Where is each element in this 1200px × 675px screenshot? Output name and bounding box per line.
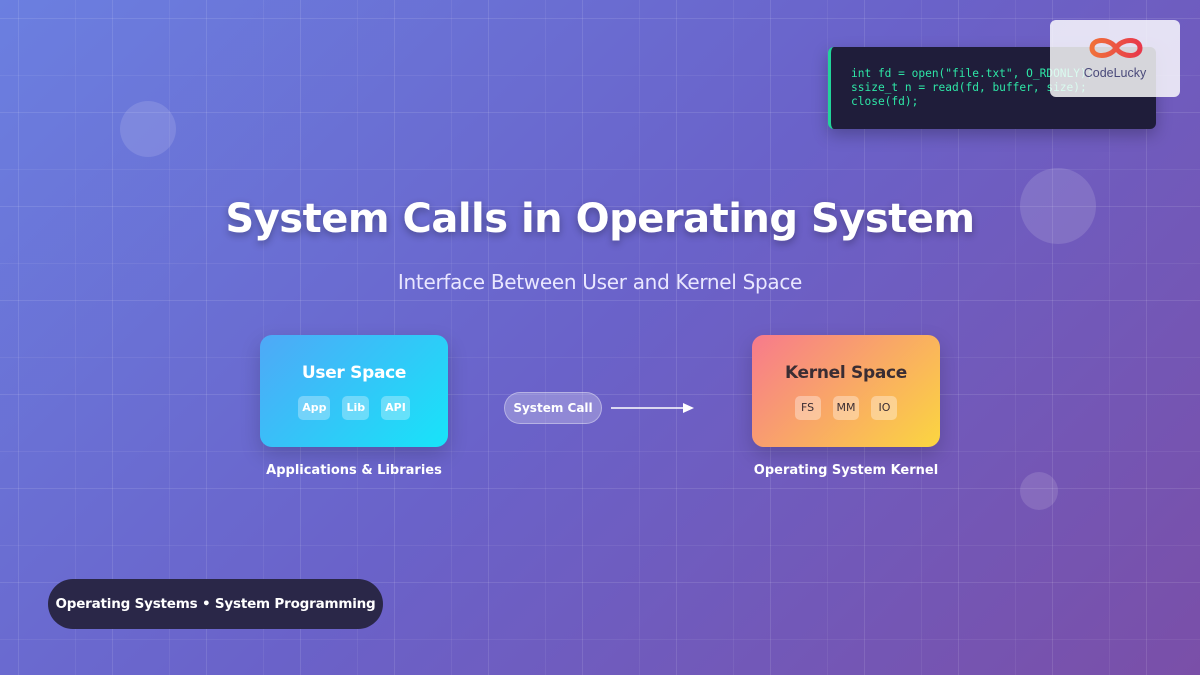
- decorative-bubble: [1020, 472, 1058, 510]
- user-space-title: User Space: [301, 363, 407, 383]
- user-space-chips: App Lib API: [260, 396, 448, 420]
- code-line: close(fd);: [851, 95, 919, 108]
- system-call-pill: System Call: [504, 392, 602, 424]
- kernel-space-caption: Operating System Kernel: [753, 463, 939, 478]
- decorative-bubble: [1020, 168, 1096, 244]
- page-subtitle: Interface Between User and Kernel Space: [397, 270, 803, 294]
- user-space-caption: Applications & Libraries: [266, 463, 442, 478]
- chip-mm: MM: [832, 396, 860, 420]
- chip-app: App: [298, 396, 331, 420]
- kernel-space-box: Kernel Space FS MM IO: [752, 335, 940, 447]
- page-title: System Calls in Operating System: [225, 196, 975, 242]
- kernel-space-chips: FS MM IO: [752, 396, 940, 420]
- brand-name: CodeLucky: [1083, 66, 1147, 80]
- chip-io: IO: [871, 396, 898, 420]
- category-tag: Operating Systems • System Programming: [48, 579, 383, 629]
- chip-lib: Lib: [342, 396, 370, 420]
- user-space-box: User Space App Lib API: [260, 335, 448, 447]
- arrow-right-icon: [611, 403, 694, 413]
- decorative-bubble: [120, 101, 176, 157]
- brand-logo-card[interactable]: CodeLucky: [1050, 20, 1180, 97]
- chip-api: API: [381, 396, 410, 420]
- kernel-space-title: Kernel Space: [784, 363, 908, 383]
- chip-fs: FS: [794, 396, 821, 420]
- infinity-logo-icon: [1089, 38, 1143, 58]
- code-line: int fd = open("file.txt", O_RDONLY);: [851, 67, 1094, 80]
